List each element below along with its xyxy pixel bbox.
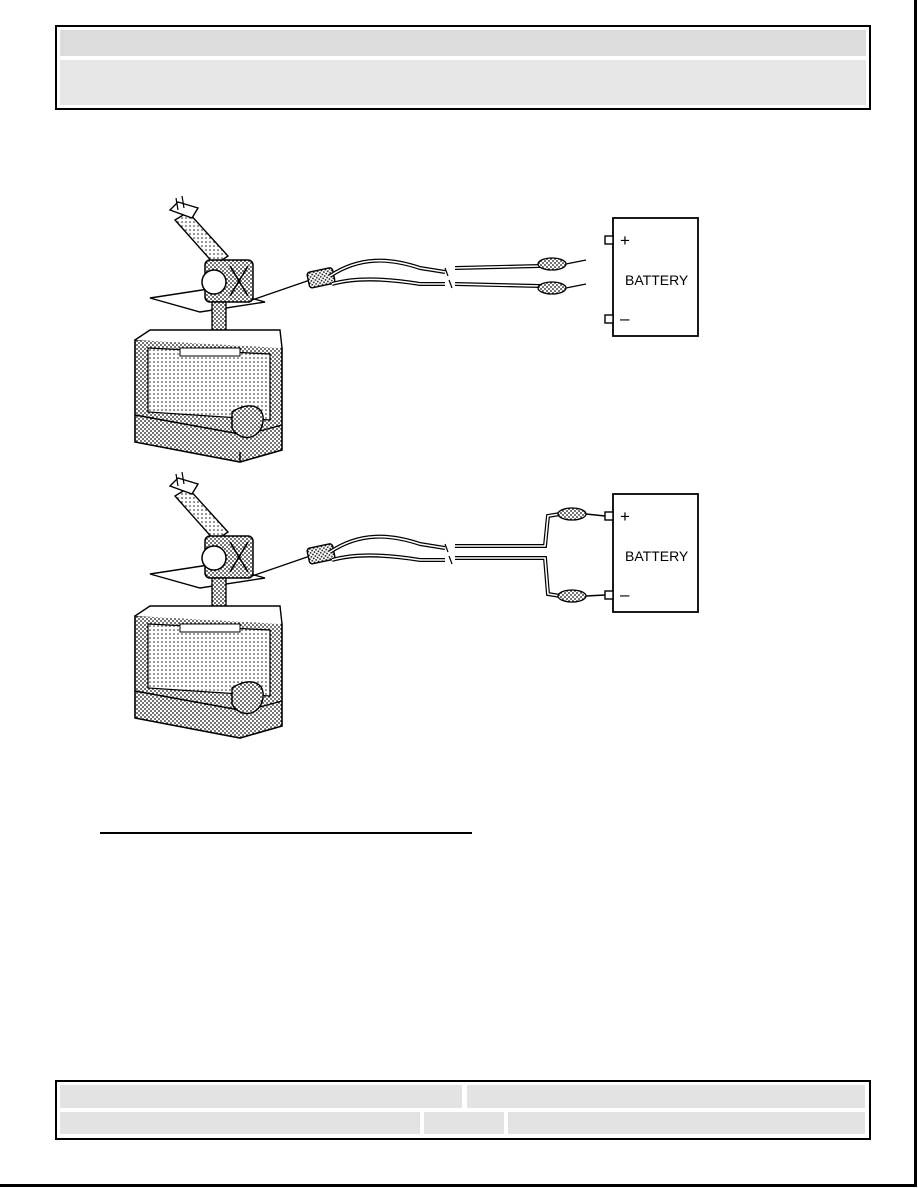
top-battery-label: BATTERY — [625, 272, 689, 288]
bottom-battery-symbol: + – BATTERY — [604, 493, 699, 613]
top-diagram: + – BATTERY — [134, 195, 699, 463]
page-header — [55, 25, 871, 110]
bottom-connector-and-leads — [251, 507, 606, 603]
footer-left-top-cell — [60, 1085, 462, 1108]
page-footer — [55, 1080, 871, 1140]
footer-left-bottom-cell — [60, 1112, 420, 1134]
bottom-positive-terminal-label: + — [620, 507, 630, 526]
footer-middle-bottom-cell — [424, 1112, 504, 1134]
top-battery-symbol: + – BATTERY — [604, 217, 699, 337]
header-subtitle-bar — [60, 60, 866, 105]
bottom-headlamp-assembly — [134, 471, 283, 739]
header-title-bar — [60, 30, 866, 56]
top-positive-terminal-label: + — [620, 231, 630, 250]
section-heading-underline — [100, 832, 472, 834]
bottom-battery-label: BATTERY — [625, 548, 689, 564]
top-negative-terminal-label: – — [620, 309, 630, 328]
top-headlamp-assembly — [134, 195, 283, 463]
footer-right-bottom-cell — [508, 1112, 865, 1134]
bottom-diagram: + – BATTERY — [134, 471, 699, 739]
top-connector-and-leads — [251, 257, 587, 301]
footer-right-top-cell — [467, 1085, 865, 1108]
bottom-negative-terminal-label: – — [620, 585, 630, 604]
battery-test-figure: + – BATTERY — [134, 195, 699, 739]
